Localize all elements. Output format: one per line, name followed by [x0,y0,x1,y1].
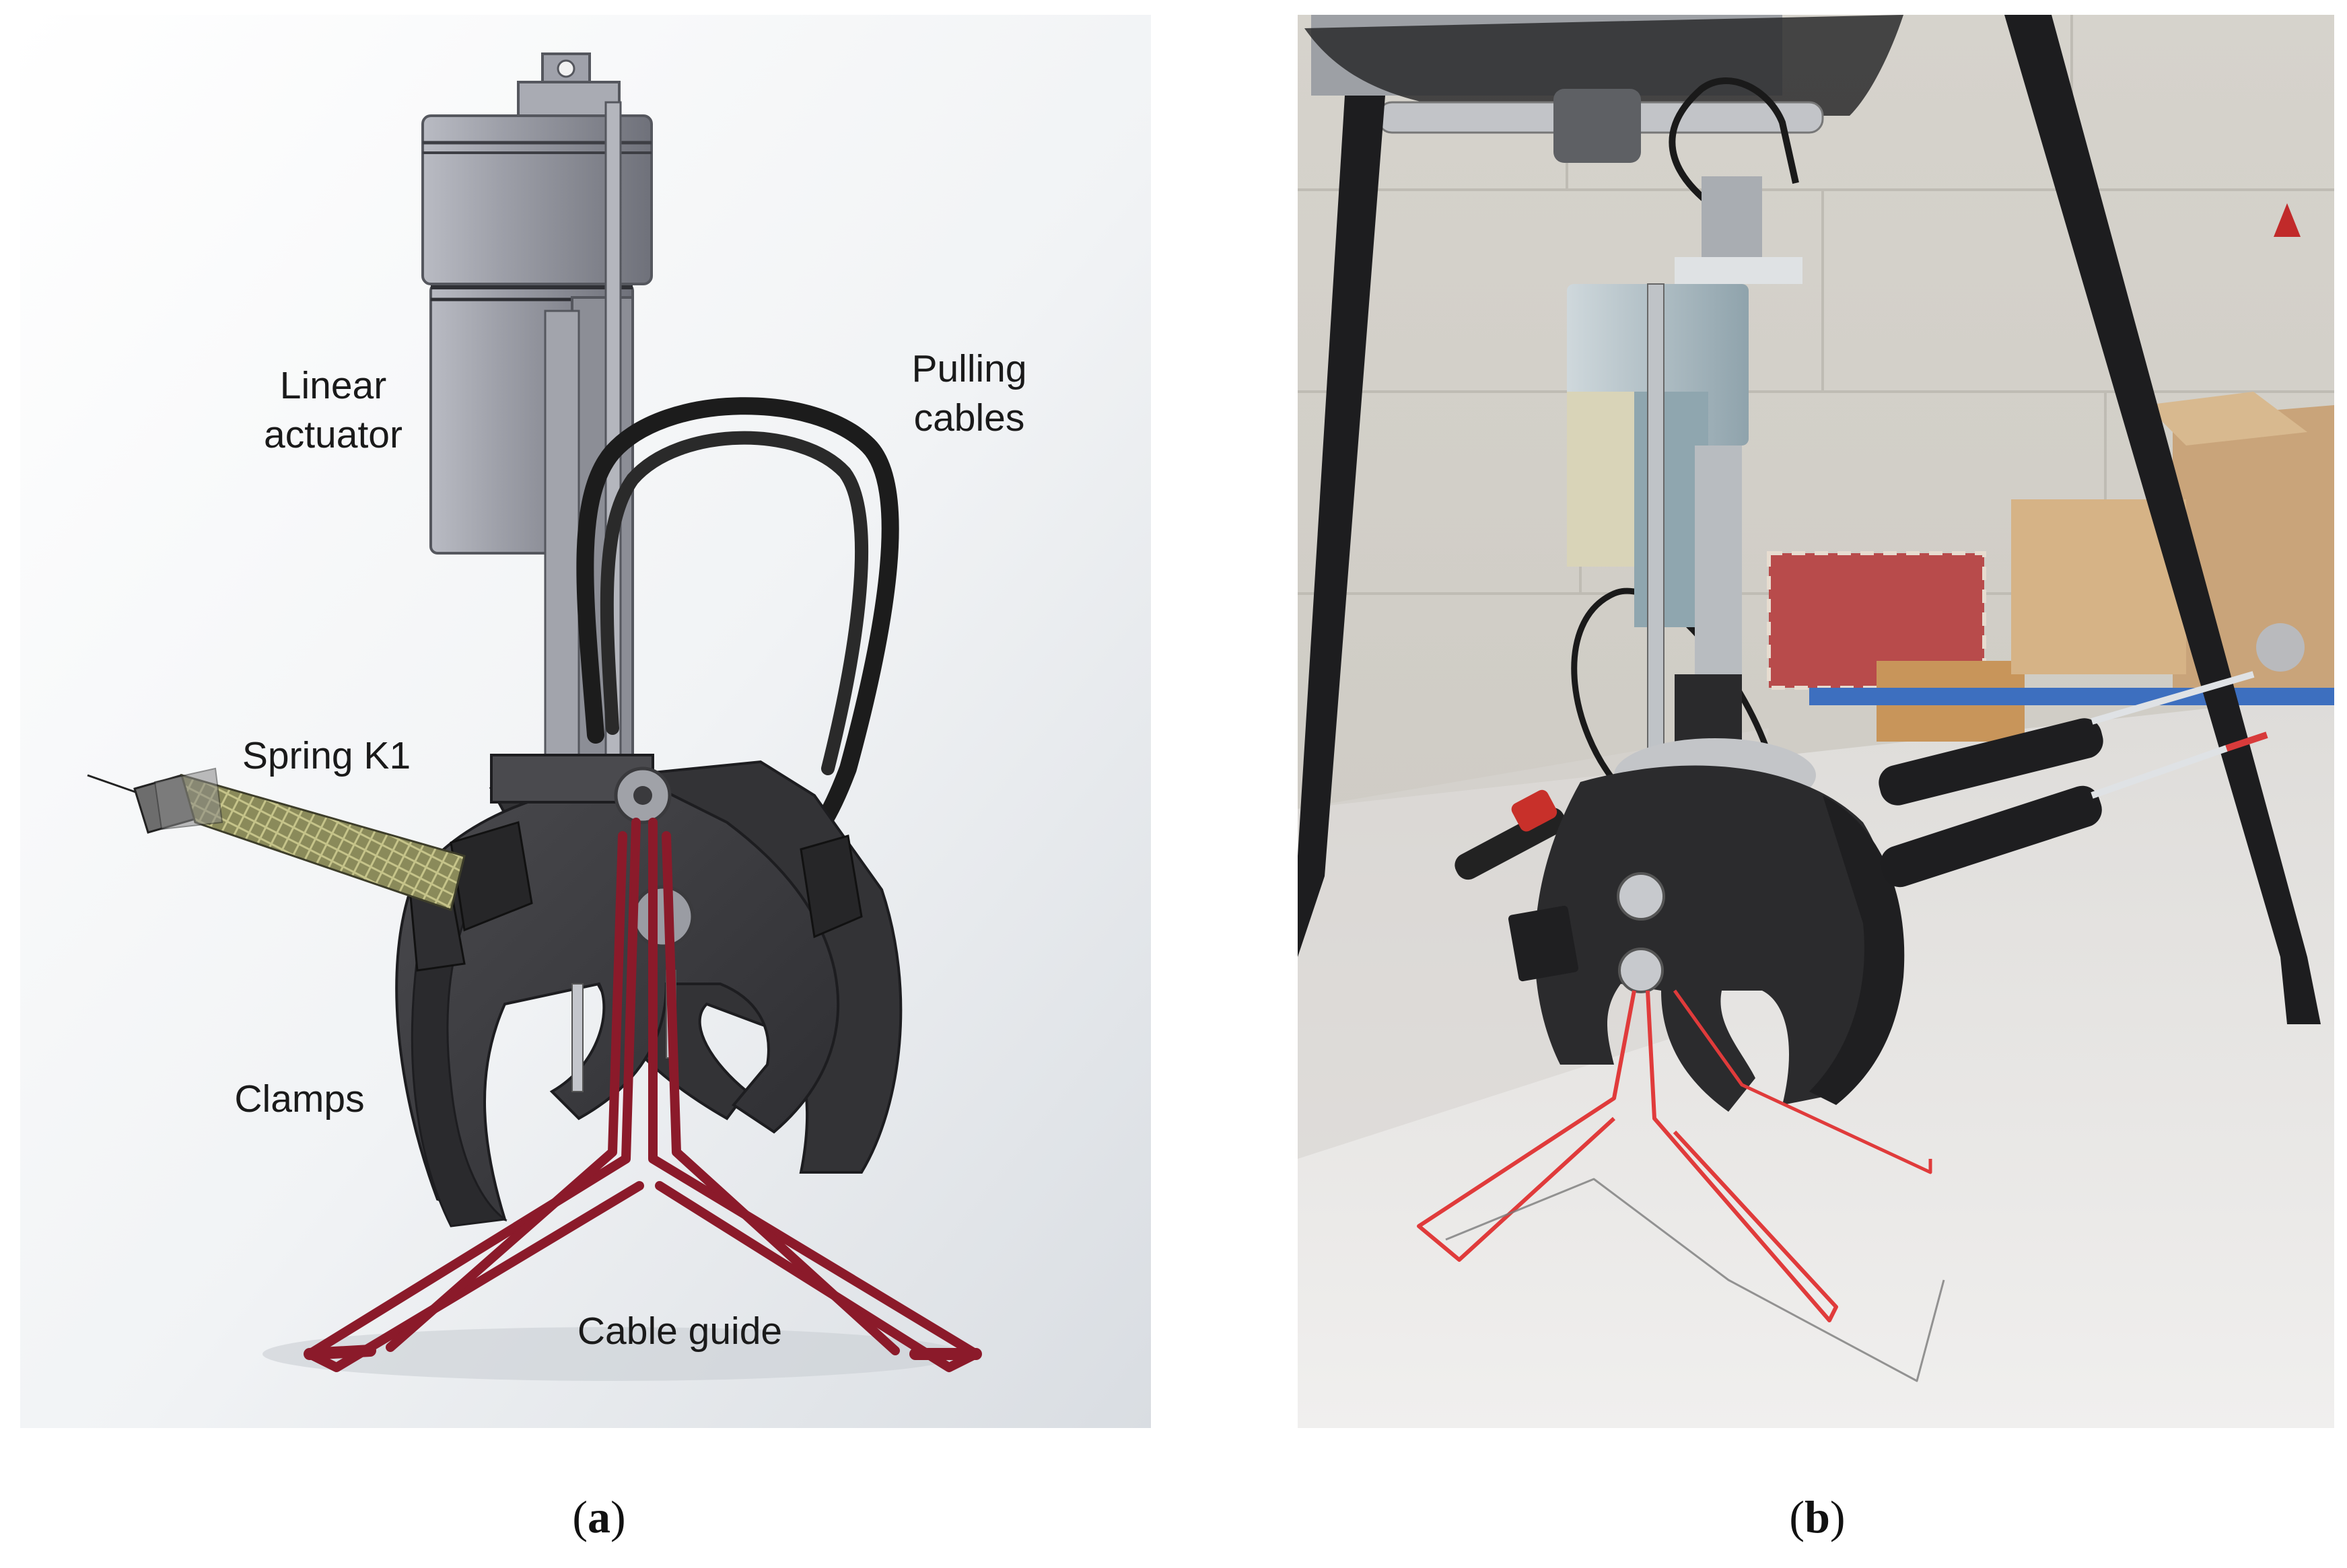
label-pulling-cables: Pulling cables [911,347,1027,439]
actuator-photo [1567,176,1816,812]
drone-frame [1298,15,2321,1024]
prototype-photo-illustration [1298,15,2334,1428]
power-cable [1669,77,1799,220]
label-clamps: Clamps [234,1077,365,1120]
caption-b-letter: b [1805,1491,1830,1542]
cad-render-illustration [20,15,1151,1428]
spring-k1 [87,767,466,911]
caption-a-letter: a [588,1491,610,1542]
cable-guide-photo [1417,989,1945,1382]
label-spring-k1: Spring K1 [242,734,411,777]
photo-panel [1298,15,2334,1428]
label-cable-guide: Cable guide [577,1310,783,1353]
cad-render-panel: Linear actuator Pulling cables Spring K1… [20,15,1151,1428]
caption-b: (b) [1789,1491,1846,1542]
caption-a: (a) [572,1491,626,1542]
cable-guide [304,818,982,1372]
pulling-cables [576,397,899,858]
clamp-photo [1508,671,2268,1112]
label-linear-actuator: Linear actuator [264,364,402,456]
